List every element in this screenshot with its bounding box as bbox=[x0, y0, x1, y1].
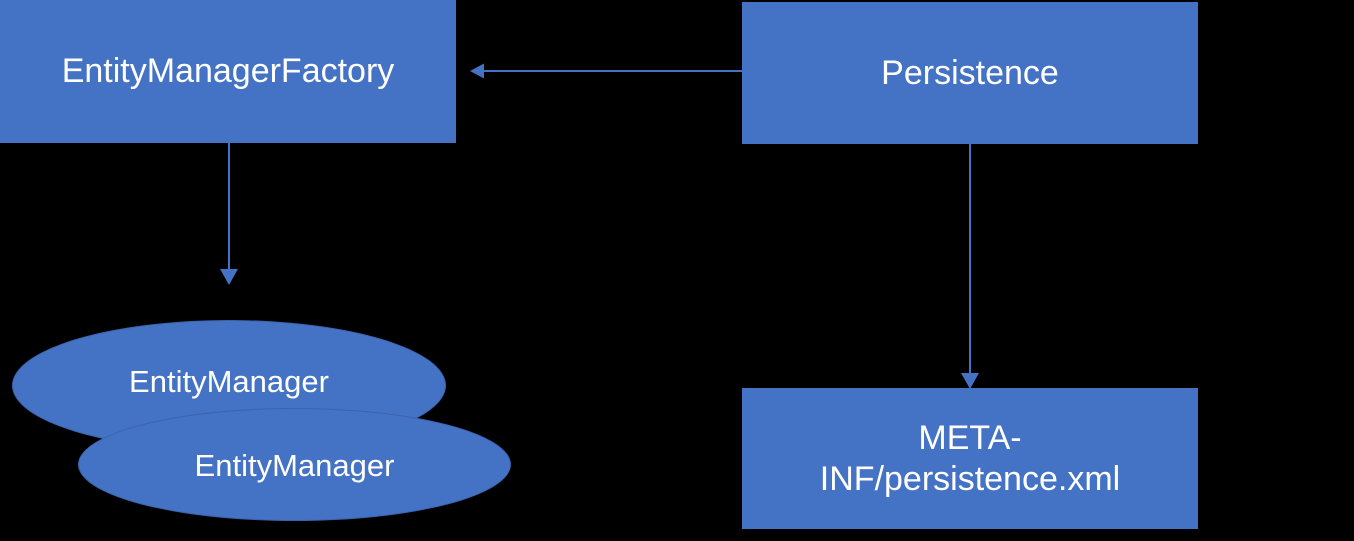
node-entity-manager-factory-label: EntityManagerFactory bbox=[61, 52, 395, 91]
node-persistence-label: Persistence bbox=[881, 53, 1059, 92]
connector-entity-manager-factory-to-entity-manager bbox=[218, 141, 248, 285]
node-persistence-xml-label: META- INF/persistence.xml bbox=[819, 419, 1121, 498]
node-entity-manager-factory[interactable]: EntityManagerFactory bbox=[0, 0, 456, 143]
arrowhead-left-icon bbox=[470, 63, 484, 79]
node-entity-manager-1-label: EntityManager bbox=[129, 364, 329, 400]
connector-persistence-to-entity-manager-factory bbox=[470, 56, 748, 86]
node-persistence[interactable]: Persistence bbox=[742, 2, 1198, 144]
node-entity-manager-2-label: EntityManager bbox=[194, 448, 395, 484]
connector-persistence-to-persistence-xml bbox=[959, 141, 989, 389]
arrowhead-down-icon bbox=[220, 269, 238, 285]
arrowhead-down-icon bbox=[961, 373, 979, 389]
node-entity-manager-2[interactable]: EntityManager bbox=[78, 408, 511, 521]
node-persistence-xml[interactable]: META- INF/persistence.xml bbox=[742, 388, 1198, 529]
